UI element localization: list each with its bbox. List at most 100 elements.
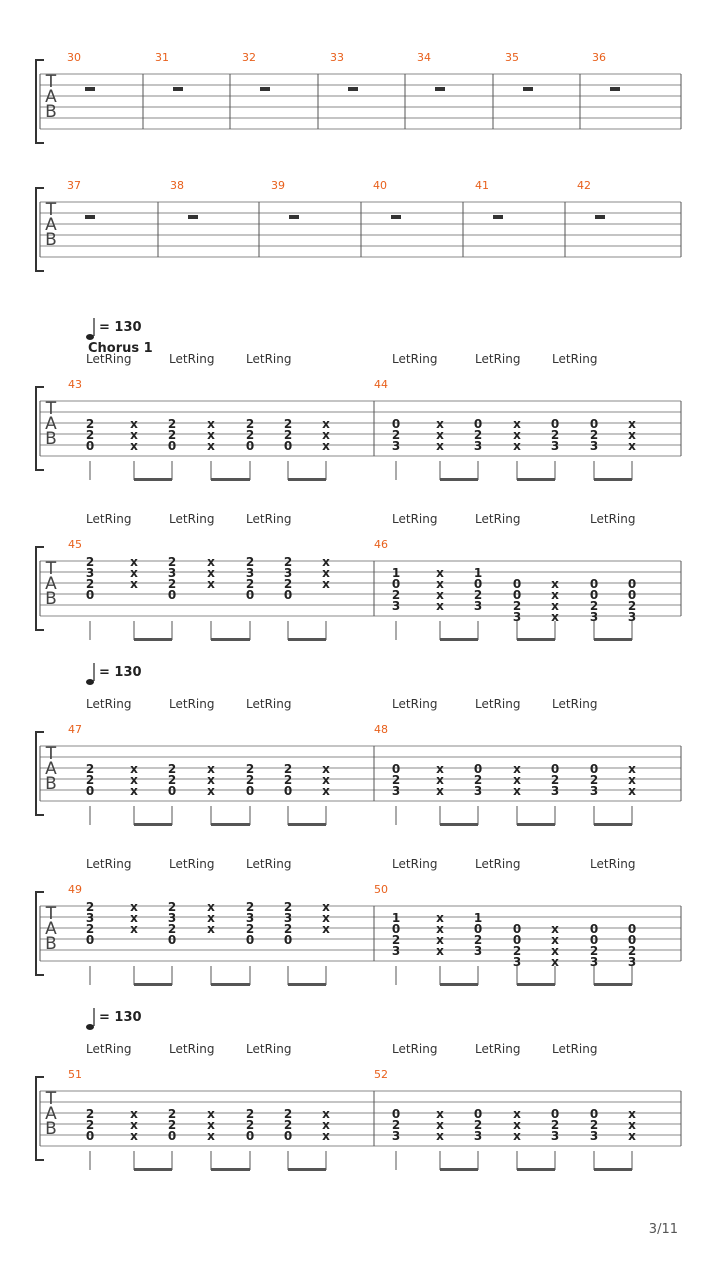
beam [517, 823, 555, 826]
tempo-note-head [86, 1024, 94, 1030]
fret-number: 3 [284, 566, 292, 580]
fret-number: x [130, 577, 138, 591]
let-ring-label: LetRing [392, 857, 437, 871]
fret-number: 0 [168, 933, 176, 947]
fret-number: 2 [86, 555, 94, 569]
fret-number: x [130, 762, 138, 776]
fret-number: 3 [246, 911, 254, 925]
fret-number: x [551, 944, 559, 958]
fret-number: 2 [590, 944, 598, 958]
fret-number: x [322, 555, 330, 569]
beam [134, 478, 172, 481]
fret-number: x [513, 1129, 521, 1143]
fret-number: 2 [86, 1107, 94, 1121]
fret-number: 0 [551, 762, 559, 776]
fret-number: 2 [246, 417, 254, 431]
fret-number: 2 [284, 922, 292, 936]
fret-number: 2 [284, 762, 292, 776]
fret-number: 3 [474, 944, 482, 958]
fret-number: 2 [86, 1118, 94, 1132]
fret-number: 2 [474, 588, 482, 602]
let-ring-label: LetRing [246, 512, 291, 526]
tab-clef-letter: B [45, 774, 57, 794]
fret-number: 3 [474, 439, 482, 453]
fret-number: x [513, 784, 521, 798]
let-ring-label: LetRing [475, 697, 520, 711]
fret-number: x [551, 922, 559, 936]
fret-number: x [436, 762, 444, 776]
fret-number: 3 [474, 599, 482, 613]
fret-number: x [207, 1129, 215, 1143]
fret-number: x [207, 911, 215, 925]
fret-number: 2 [246, 922, 254, 936]
let-ring-label: LetRing [552, 697, 597, 711]
rest-mark [595, 215, 605, 219]
measure-number: 51 [68, 1068, 82, 1081]
fret-number: x [436, 1129, 444, 1143]
let-ring-label: LetRing [590, 512, 635, 526]
measure-number: 41 [475, 179, 489, 192]
fret-number: 2 [246, 577, 254, 591]
rest-mark [435, 87, 445, 91]
fret-number: 0 [392, 1107, 400, 1121]
fret-number: x [322, 1107, 330, 1121]
let-ring-label: LetRing [392, 1042, 437, 1056]
fret-number: x [436, 417, 444, 431]
let-ring-label: LetRing [169, 512, 214, 526]
fret-number: x [436, 588, 444, 602]
fret-number: 3 [628, 955, 636, 969]
let-ring-label: LetRing [169, 697, 214, 711]
measure-number: 49 [68, 883, 82, 896]
fret-number: x [628, 1107, 636, 1121]
fret-number: 2 [168, 1107, 176, 1121]
fret-number: 0 [392, 922, 400, 936]
beam [517, 1168, 555, 1171]
tab-clef-letter: T [45, 1089, 57, 1109]
system-bracket [35, 891, 44, 976]
fret-number: 0 [284, 784, 292, 798]
fret-number: x [207, 417, 215, 431]
beam [288, 478, 326, 481]
beam [594, 1168, 632, 1171]
fret-number: x [322, 1129, 330, 1143]
fret-number: x [551, 599, 559, 613]
fret-number: 3 [392, 439, 400, 453]
fret-number: 0 [474, 922, 482, 936]
tab-clef-letter: T [45, 399, 57, 419]
let-ring-label: LetRing [590, 857, 635, 871]
fret-number: x [130, 922, 138, 936]
fret-number: x [628, 428, 636, 442]
fret-number: 0 [392, 577, 400, 591]
tab-clef-letter: A [45, 1104, 57, 1124]
fret-number: 2 [551, 1118, 559, 1132]
fret-number: 1 [392, 911, 400, 925]
fret-number: 2 [86, 577, 94, 591]
let-ring-label: LetRing [169, 857, 214, 871]
fret-number: x [130, 417, 138, 431]
fret-number: x [551, 610, 559, 624]
fret-number: x [322, 784, 330, 798]
measure-number: 44 [374, 378, 388, 391]
rest-mark [610, 87, 620, 91]
fret-number: 2 [168, 762, 176, 776]
let-ring-label: LetRing [392, 697, 437, 711]
beam [594, 638, 632, 641]
measure-number: 42 [577, 179, 591, 192]
beam [134, 823, 172, 826]
beam [440, 638, 478, 641]
fret-number: x [130, 555, 138, 569]
fret-number: 3 [168, 566, 176, 580]
fret-number: x [322, 900, 330, 914]
beam [134, 983, 172, 986]
tab-clef-letter: B [45, 429, 57, 449]
fret-number: 0 [86, 1129, 94, 1143]
fret-number: 2 [590, 1118, 598, 1132]
beam [594, 478, 632, 481]
tab-clef-letter: A [45, 919, 57, 939]
fret-number: 0 [474, 1107, 482, 1121]
beam [288, 823, 326, 826]
fret-number: 2 [551, 773, 559, 787]
fret-number: 2 [284, 577, 292, 591]
fret-number: x [436, 566, 444, 580]
